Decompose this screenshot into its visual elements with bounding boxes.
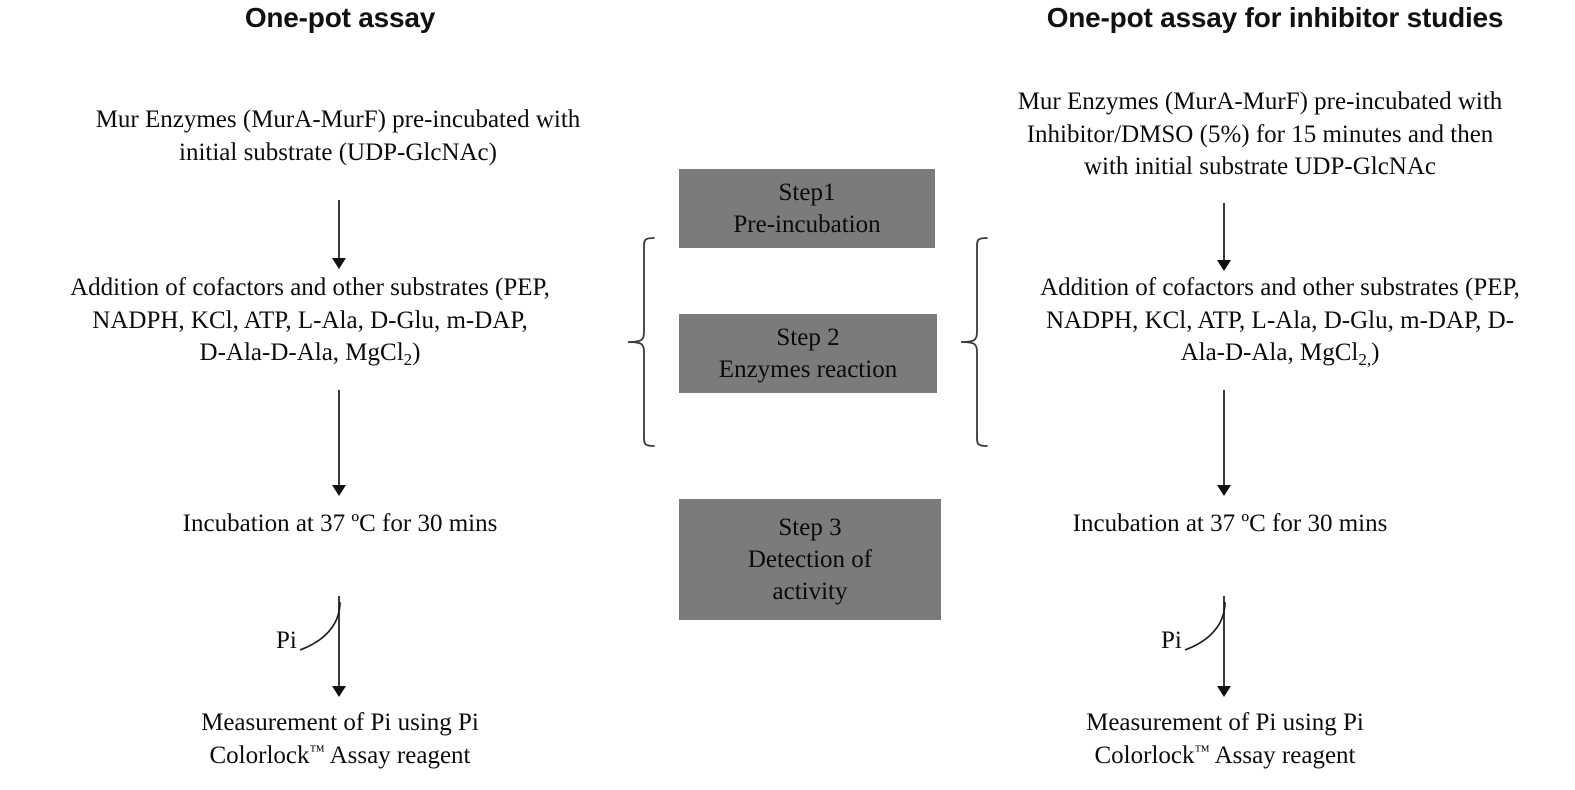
- arrow-shaft: [338, 200, 340, 259]
- right-incubation-line1: Incubation at 37 ºC for 30 mins: [1072, 510, 1388, 537]
- left-measurement-line2-post: Assay reagent: [324, 741, 471, 769]
- center-step-box-1: Step1 Pre-incubation: [679, 169, 935, 248]
- step-2-line2: Enzymes reaction: [718, 355, 898, 383]
- arrow-head: [1217, 686, 1231, 697]
- arrow-head: [332, 485, 346, 496]
- right-cofactor-line3-pre: Ala-D-Ala, MgCl: [1180, 339, 1359, 366]
- right-measurement-line1: Measurement of Pi using Pi: [1086, 709, 1364, 736]
- left-incubation-line1: Incubation at 37 ºC for 30 mins: [182, 510, 498, 537]
- arrow-shaft: [1223, 596, 1225, 687]
- right-cofactor-line1: Addition of cofactors and other substrat…: [1040, 274, 1520, 301]
- left-measurement-line2-pre: Colorlock: [209, 741, 310, 769]
- left-cofactor-line3-pre: D-Ala-D-Ala, MgCl: [199, 339, 404, 366]
- left-pi-branch-curve-icon: [299, 601, 341, 651]
- left-cofactor-line1: Addition of cofactors and other substrat…: [70, 274, 550, 301]
- right-step-pre-incubation-text: Mur Enzymes (MurA-MurF) pre-incubated wi…: [945, 86, 1575, 184]
- left-cofactor-line2: NADPH, KCl, ATP, L-Ala, D-Glu, m-DAP,: [92, 306, 528, 334]
- step-3-line1: Step 3: [778, 513, 842, 541]
- right-step-cofactor-addition-text: Addition of cofactors and other substrat…: [985, 272, 1575, 371]
- step-3-line2: Detection of: [747, 545, 873, 573]
- right-pi-branch-curve-icon: [1184, 601, 1226, 651]
- right-measurement-line2-pre: Colorlock: [1094, 741, 1195, 769]
- left-step-incubation-text: Incubation at 37 ºC for 30 mins: [60, 508, 620, 541]
- arrow-head: [1217, 260, 1231, 271]
- step-3-line3: activity: [772, 577, 848, 605]
- center-step-box-2: Step 2 Enzymes reaction: [679, 314, 937, 393]
- right-measurement-line2-post: Assay reagent: [1209, 741, 1356, 769]
- right-cofactor-line2: NADPH, KCl, ATP, L-Ala, D-Glu, m-DAP, D-: [1045, 306, 1515, 334]
- right-pi-label: Pi: [1161, 627, 1182, 654]
- arrow-head: [332, 686, 346, 697]
- left-pi-label: Pi: [276, 627, 297, 654]
- left-measurement-line1: Measurement of Pi using Pi: [201, 709, 479, 736]
- left-arrow-2: [331, 390, 347, 496]
- left-curly-brace-icon: [627, 237, 655, 447]
- left-cofactor-line3-post: ): [412, 339, 421, 366]
- step-2-line1: Step 2: [776, 323, 840, 351]
- right-step-incubation-text: Incubation at 37 ºC for 30 mins: [950, 508, 1510, 541]
- center-step-box-3: Step 3 Detection of activity: [679, 499, 941, 620]
- right-arrow-2: [1216, 390, 1232, 496]
- left-step-measurement-text: Measurement of Pi using Pi Colorlock™ As…: [80, 707, 600, 772]
- arrow-shaft: [338, 390, 340, 486]
- arrow-head: [1217, 485, 1231, 496]
- arrow-shaft: [338, 596, 340, 687]
- step-1-line2: Pre-incubation: [733, 210, 881, 238]
- right-pre-incubation-line2: Inhibitor/DMSO (5%) for 15 minutes and t…: [1026, 120, 1494, 148]
- arrow-shaft: [1223, 390, 1225, 486]
- left-arrow-1: [331, 200, 347, 269]
- right-cofactor-line3-post: ): [1371, 339, 1380, 366]
- column-title-inhibitor-studies: One-pot assay for inhibitor studies: [1046, 2, 1504, 33]
- left-step-pre-incubation-text: Mur Enzymes (MurA-MurF) pre-incubated wi…: [20, 104, 656, 169]
- left-arrow-3: [331, 596, 347, 697]
- left-pre-incubation-line1: Mur Enzymes (MurA-MurF) pre-incubated wi…: [95, 106, 581, 133]
- trademark-icon: ™: [309, 742, 325, 760]
- left-step-cofactor-addition-text: Addition of cofactors and other substrat…: [0, 272, 620, 371]
- right-arrow-1: [1216, 203, 1232, 271]
- right-cofactor-line3-subscript: 2,: [1358, 349, 1372, 369]
- arrow-head: [332, 258, 346, 269]
- column-title-one-pot-assay: One-pot assay: [244, 2, 436, 33]
- trademark-icon: ™: [1194, 742, 1210, 760]
- right-arrow-3: [1216, 596, 1232, 697]
- right-curly-brace-icon: [960, 237, 988, 447]
- right-pre-incubation-line3: with initial substrate UDP-GlcNAc: [1083, 153, 1437, 180]
- arrow-shaft: [1223, 203, 1225, 261]
- left-cofactor-line3-subscript: 2: [403, 349, 413, 369]
- step-1-line1: Step1: [778, 178, 836, 206]
- left-pre-incubation-line2: initial substrate (UDP-GlcNAc): [179, 138, 497, 166]
- right-step-measurement-text: Measurement of Pi using Pi Colorlock™ As…: [965, 707, 1485, 772]
- right-pre-incubation-line1: Mur Enzymes (MurA-MurF) pre-incubated wi…: [1017, 88, 1503, 115]
